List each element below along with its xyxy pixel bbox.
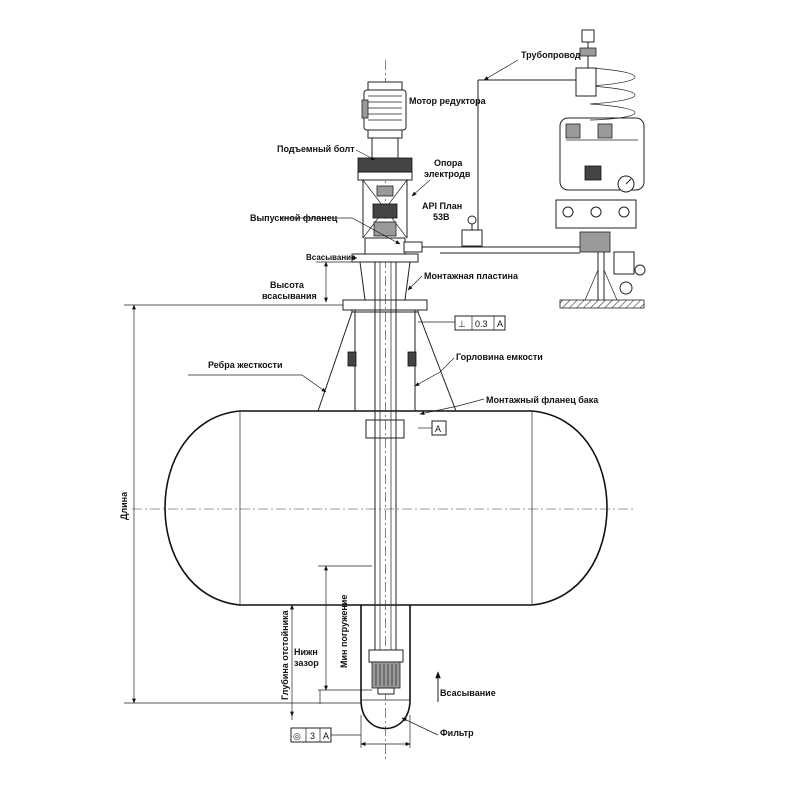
label-bottom-clearance-2: зазор [294,658,319,668]
motor-stand [357,157,413,239]
tank-mounting-flange [365,419,405,439]
label-filter: Фильтр [440,728,474,738]
perpendicularity-value: 0.3 [475,319,488,329]
seal-plan-system [440,29,646,309]
concentricity-symbol: ◎ [293,731,301,741]
leader-lines [188,59,519,736]
label-min-submergence: Мин погружение [339,595,349,668]
flow-meter-icon [461,229,483,247]
dimension-filter-width [360,715,411,748]
label-bottom-clearance-1: Нижн [294,647,318,657]
label-lifting-bolt: Подъемный болт [277,144,355,154]
label-suction-arrow: Всасывание [440,688,496,698]
dimension-suction-height [316,261,352,303]
perpendicularity-datum: A [497,319,503,329]
accumulator-vessel [559,117,645,191]
label-tank-neck: Горловина емкости [456,352,543,362]
perpendicularity-tolerance-frame: ⊥ 0.3 A [454,315,506,331]
label-stiffening-ribs: Ребра жесткости [208,360,283,370]
label-electrode-support-2: электродв [424,169,471,179]
concentricity-value: 3 [310,731,315,741]
stiffening-rib-left [317,311,353,412]
valve-manifold [555,199,646,295]
label-api-plan-1: API План [422,201,462,211]
label-pipeline: Трубопровод [521,50,581,60]
label-tank-mounting-flange: Монтажный фланец бака [486,395,599,405]
discharge-head [351,237,465,301]
label-sump-depth: Глубина отстойника [280,609,290,700]
label-suction-small: Всасывание [306,253,356,262]
label-discharge-flange: Выпускной фланец [250,213,338,223]
gear-motor-icon [361,81,407,159]
dimension-bottom-clearance [318,690,322,704]
label-electrode-support-1: Опора [434,158,463,168]
mounting-plate [351,253,419,263]
dimension-sump-depth [282,604,340,720]
tank-neck [317,299,457,439]
label-suction-height-2: всасывания [262,291,317,301]
label-length: Длина [119,491,129,520]
label-suction-height-1: Высота [270,280,305,290]
cooling-coil [575,67,636,121]
discharge-flange [403,241,423,253]
horizontal-tank [132,410,636,606]
pressure-gauge-icon [617,175,635,193]
label-mounting-plate: Монтажная пластина [424,271,519,281]
concentricity-datum: A [323,731,329,741]
label-api-plan-2: 53B [433,212,450,222]
label-gear-motor: Мотор редуктора [409,96,487,106]
datum-a-label: A [435,424,441,434]
dimension-min-submergence [318,565,372,691]
perpendicularity-symbol: ⊥ [458,319,466,329]
stiffening-rib-right [417,311,457,412]
coupling [376,185,394,197]
concentricity-tolerance-frame: ◎ 3 A [290,727,361,743]
datum-a-frame: A [431,420,447,436]
ground-base [559,299,645,309]
valve-icon [579,29,597,68]
